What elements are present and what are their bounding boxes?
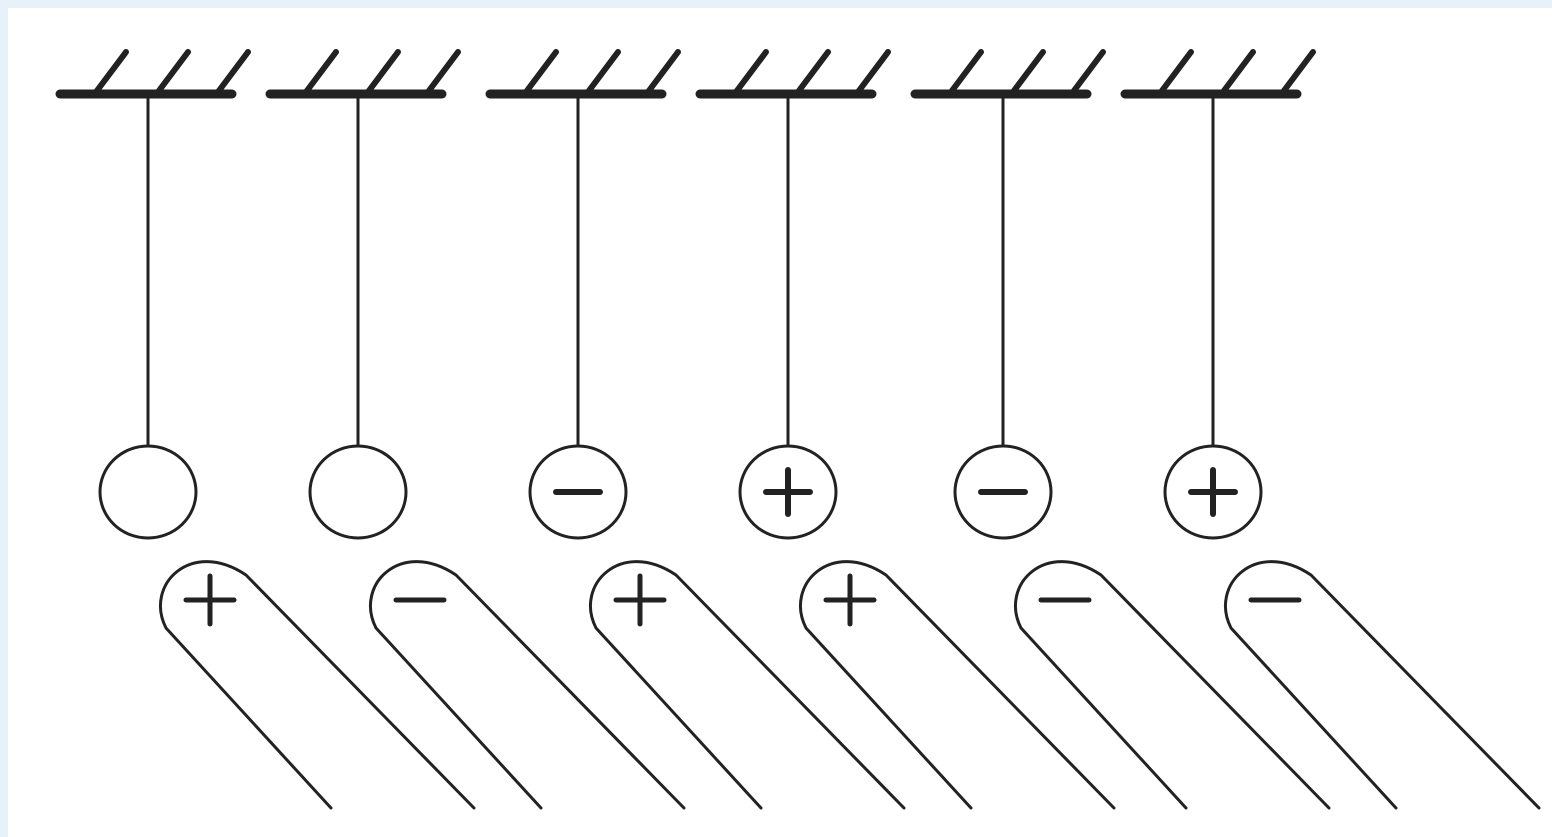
ceiling-hatch-2 bbox=[798, 52, 828, 92]
ceiling-hatch-3 bbox=[858, 52, 888, 92]
pendulum-5 bbox=[915, 52, 1329, 808]
pendulum-1 bbox=[60, 52, 474, 808]
ceiling-hatch-1 bbox=[951, 52, 981, 92]
ball-6-charge-positive-sign bbox=[1191, 470, 1235, 514]
ceiling-hatch-1 bbox=[1161, 52, 1191, 92]
ball-1 bbox=[100, 446, 196, 538]
ceiling-support-6 bbox=[1125, 52, 1313, 94]
pendulum-3 bbox=[490, 52, 904, 808]
ceiling-hatch-2 bbox=[368, 52, 398, 92]
ceiling-support-5 bbox=[915, 52, 1103, 94]
ceiling-hatch-2 bbox=[1013, 52, 1043, 92]
ceiling-support-2 bbox=[270, 52, 458, 94]
pendulum-6 bbox=[1125, 52, 1539, 808]
ceiling-support-1 bbox=[60, 52, 248, 94]
ceiling-hatch-3 bbox=[218, 52, 248, 92]
ceiling-hatch-3 bbox=[428, 52, 458, 92]
ceiling-hatch-3 bbox=[1073, 52, 1103, 92]
ceiling-hatch-3 bbox=[648, 52, 678, 92]
ceiling-hatch-2 bbox=[588, 52, 618, 92]
ceiling-hatch-1 bbox=[306, 52, 336, 92]
ceiling-hatch-1 bbox=[736, 52, 766, 92]
ceiling-support-4 bbox=[700, 52, 888, 94]
ball-4-charge-positive-sign bbox=[766, 470, 810, 514]
rod-1-charge-positive-sign bbox=[186, 576, 234, 624]
ceiling-hatch-1 bbox=[526, 52, 556, 92]
rod-3-charge-positive-sign bbox=[616, 576, 664, 624]
ceiling-hatch-2 bbox=[1223, 52, 1253, 92]
ceiling-support-3 bbox=[490, 52, 678, 94]
pendulum-2 bbox=[270, 52, 684, 808]
ball-2 bbox=[310, 446, 406, 538]
pendulum-4 bbox=[700, 52, 1114, 808]
ceiling-hatch-2 bbox=[158, 52, 188, 92]
ceiling-hatch-3 bbox=[1283, 52, 1313, 92]
ceiling-hatch-1 bbox=[96, 52, 126, 92]
rod-4-charge-positive-sign bbox=[826, 576, 874, 624]
